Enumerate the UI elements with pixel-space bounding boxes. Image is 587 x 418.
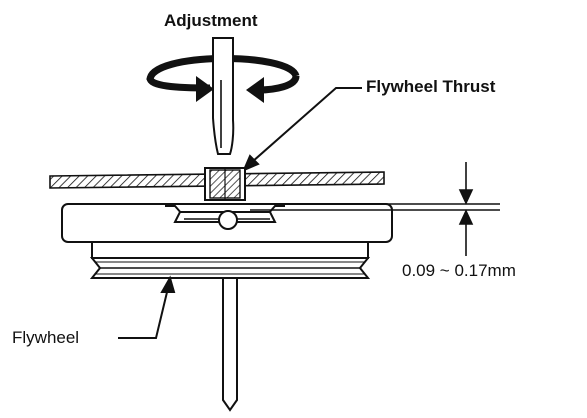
flywheel-label: Flywheel xyxy=(12,328,79,347)
adjustment-label: Adjustment xyxy=(164,11,258,30)
flywheel-leader xyxy=(118,275,176,339)
flywheel-thrust-leader xyxy=(242,87,362,172)
flywheel-pulley xyxy=(89,241,371,279)
clearance-label: 0.09 ~ 0.17mm xyxy=(402,261,516,280)
thrust-screw xyxy=(204,167,246,201)
flywheel-shaft xyxy=(222,277,238,412)
clearance-dimension xyxy=(250,162,500,256)
flywheel-thrust-label: Flywheel Thrust xyxy=(366,77,496,96)
flywheel-body xyxy=(61,203,393,243)
screwdriver xyxy=(212,37,235,155)
